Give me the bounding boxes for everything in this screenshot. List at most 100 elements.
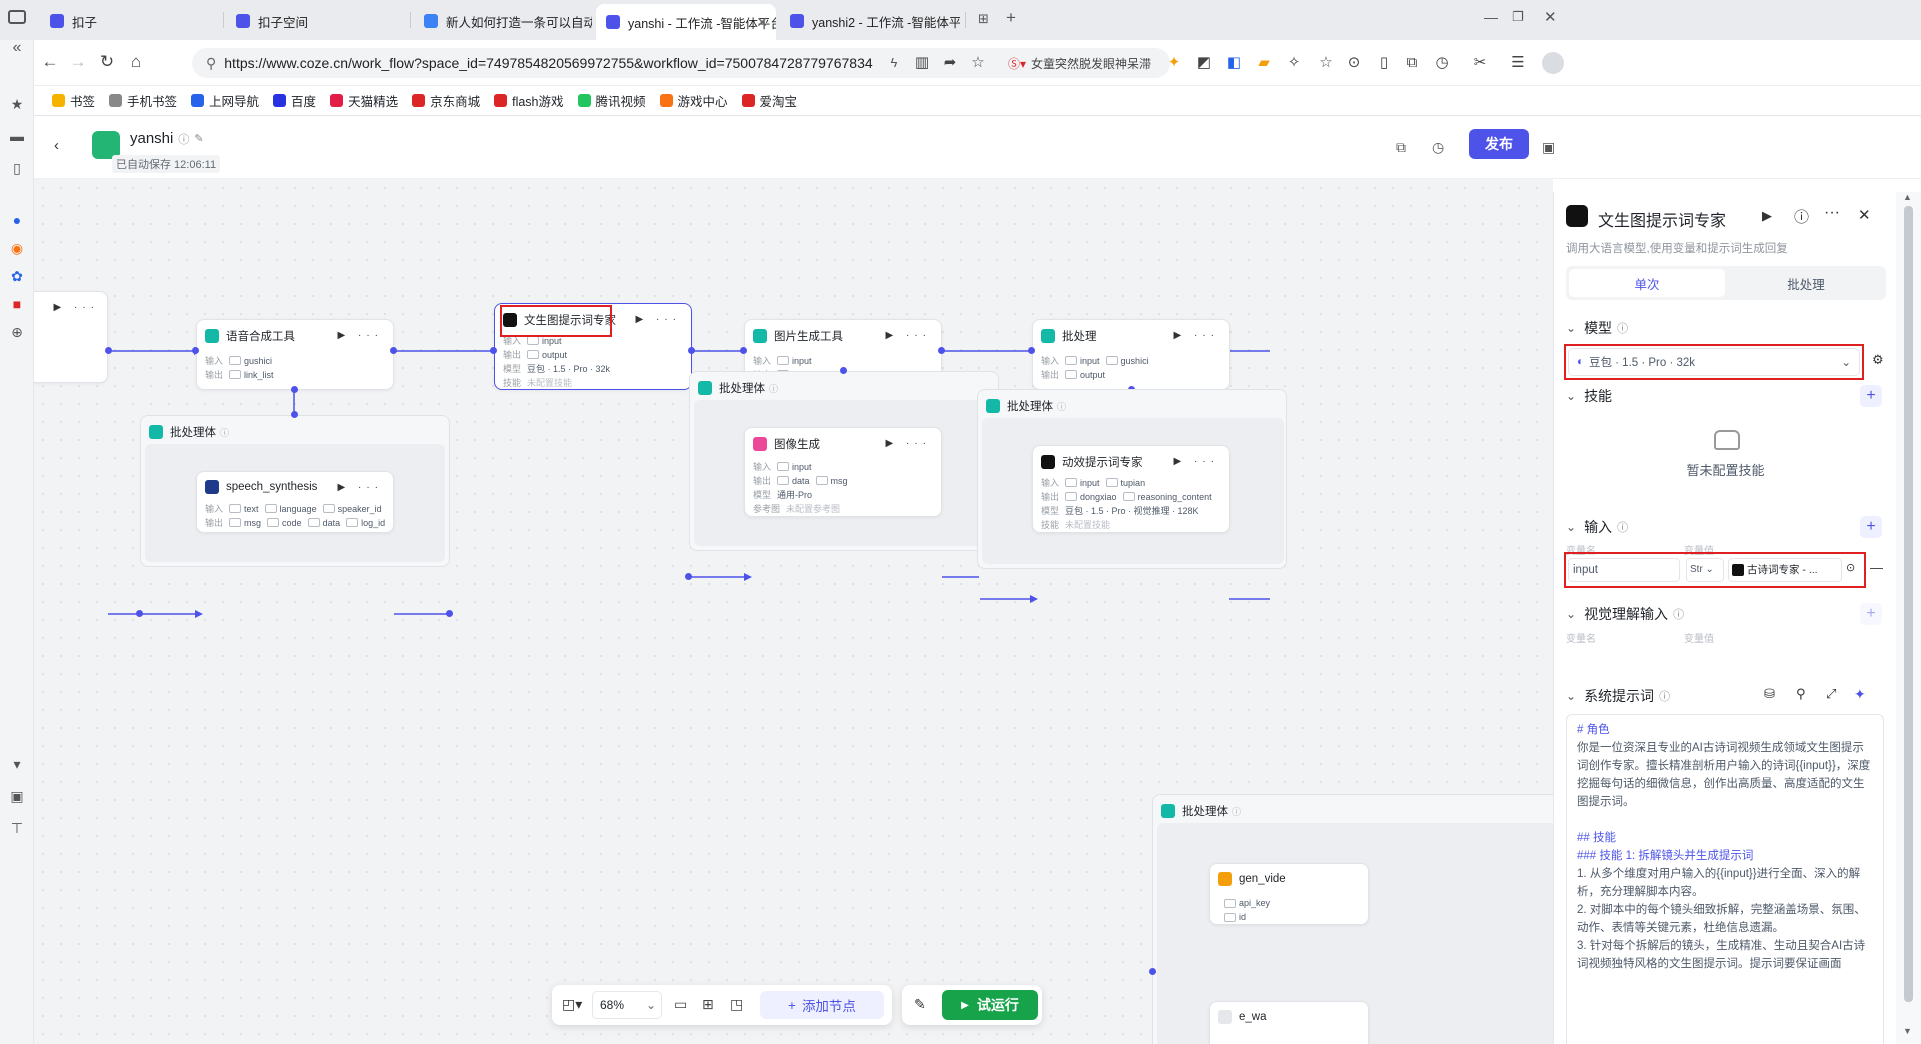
ai-optimize-icon[interactable]: ✦ — [1854, 686, 1866, 702]
browser-menu-icon[interactable] — [8, 10, 26, 24]
page-scrollbar[interactable]: ▲ ▼ — [1896, 192, 1921, 1044]
new-tab-icon[interactable]: + — [1006, 8, 1016, 27]
chevron-down-icon[interactable]: ⌄ — [1566, 389, 1577, 403]
chevron-down-icon[interactable]: ⌄ — [1566, 689, 1577, 703]
restore-icon[interactable]: ❐ — [1512, 9, 1524, 24]
favorites-icon[interactable]: ☆ — [1319, 54, 1333, 71]
bookmark-star-icon[interactable]: ☆ — [971, 54, 985, 71]
share-icon[interactable]: ➦ — [943, 54, 957, 71]
ref-settings-icon[interactable]: ⊙ — [1846, 562, 1856, 574]
layout-icon[interactable]: ⊞ — [702, 996, 714, 1012]
input-type-select[interactable]: Str ⌄ — [1686, 558, 1724, 582]
comment-icon[interactable]: ▭ — [674, 996, 688, 1012]
ext-chart-icon[interactable]: ◩ — [1196, 54, 1212, 71]
ext-colorful-icon[interactable]: ✦ — [1167, 54, 1181, 71]
bookmark-item[interactable]: 手机书签 — [109, 91, 177, 110]
scroll-thumb[interactable] — [1904, 206, 1913, 1002]
bookmark-item[interactable]: 游戏中心 — [659, 91, 728, 110]
mouse-mode-icon[interactable]: ◰▾ — [562, 996, 583, 1012]
extensions-puzzle-icon[interactable]: ✧ — [1287, 54, 1301, 71]
edit-icon[interactable]: ✎ — [194, 133, 204, 145]
url-field[interactable]: ⚲https://www.coze.cn/work_flow?space_id=… — [192, 48, 1122, 78]
system-prompt-editor[interactable]: # 角色你是一位资深且专业的AI古诗词视频生成领域文生图提示词创作专家。擅长精准… — [1566, 714, 1884, 1044]
node-actions[interactable]: ▶ ··· — [53, 302, 99, 313]
browser-tab-active[interactable]: yanshi - 工作流 -智能体平台✕ — [596, 4, 776, 40]
browser-tab[interactable]: yanshi2 - 工作流 -智能体平台 — [780, 6, 960, 36]
back-arrow-icon[interactable]: ‹ — [54, 137, 59, 154]
bookmark-item[interactable]: 上网导航 — [191, 91, 259, 110]
app-red-icon[interactable]: ■ — [12, 296, 22, 312]
reader-icon[interactable]: ▥ — [914, 54, 930, 71]
tab-single[interactable]: 单次 — [1569, 269, 1725, 297]
debug-icon[interactable]: ✎ — [914, 996, 926, 1012]
run-node-icon[interactable]: ▶ ··· — [885, 330, 931, 341]
bookmark-item[interactable]: 百度 — [273, 91, 316, 110]
add-node-button[interactable]: +添加节点 — [760, 991, 884, 1019]
remove-input-icon[interactable]: — — [1870, 560, 1883, 575]
sidebar-toggle-icon[interactable]: ▣ — [1542, 139, 1556, 155]
chevron-down-icon[interactable]: ⌄ — [1566, 520, 1577, 534]
copy-workflow-icon[interactable]: ⧉ — [1396, 139, 1406, 155]
bookmark-item[interactable]: 腾讯视频 — [577, 91, 646, 110]
scroll-up-icon[interactable]: ▲ — [1903, 192, 1912, 202]
scroll-down-icon[interactable]: ▼ — [1903, 1026, 1912, 1036]
help-icon[interactable]: ⓘ — [1794, 209, 1810, 226]
reload-icon[interactable]: ↻ — [99, 52, 115, 71]
collapse-sidebar-icon[interactable]: « — [12, 39, 22, 56]
bookmark-item[interactable]: flash游戏 — [494, 91, 564, 110]
model-select[interactable]: ◐豆包 · 1.5 · Pro · 32k⌄ — [1568, 348, 1860, 376]
chevron-down-icon[interactable]: ⌄ — [1566, 321, 1577, 335]
add-vision-input-button[interactable]: + — [1860, 603, 1882, 625]
run-node-icon[interactable]: ▶ ··· — [1173, 456, 1219, 467]
info-icon[interactable]: ⓘ — [178, 133, 190, 146]
add-app-icon[interactable]: ⊕ — [11, 323, 23, 340]
bulb-icon[interactable]: ⚲ — [1796, 686, 1806, 701]
chevron-down-icon[interactable]: ⌄ — [1566, 607, 1577, 621]
run-node-icon[interactable]: ▶ ··· — [885, 438, 931, 449]
close-panel-icon[interactable]: ✕ — [1858, 207, 1871, 224]
input-ref-select[interactable]: 古诗词专家 - ... — [1728, 558, 1842, 582]
close-window-icon[interactable]: ✕ — [1544, 9, 1557, 26]
node-gen-video[interactable]: gen_vide api_key id — [1209, 863, 1369, 925]
bookmark-item[interactable]: 书签 — [52, 91, 95, 110]
start-node[interactable]: ▶ ··· — [34, 291, 108, 383]
tab-groups-icon[interactable]: ⊞ — [978, 11, 989, 26]
copy-icon[interactable]: ⧉ — [1406, 53, 1418, 71]
test-run-button[interactable]: ▶试运行 — [942, 990, 1038, 1020]
add-input-button[interactable]: + — [1860, 516, 1882, 538]
lightning-icon[interactable]: ϟ — [890, 54, 898, 70]
run-node-icon[interactable]: ▶ ··· — [337, 330, 383, 341]
avatar[interactable] — [1542, 52, 1564, 74]
ext-folder-icon[interactable]: ▰ — [1258, 54, 1270, 71]
run-node-icon[interactable]: ▶ ··· — [337, 482, 383, 493]
home-icon[interactable]: ⌂ — [130, 52, 142, 71]
add-skill-button[interactable]: + — [1860, 385, 1882, 407]
minimap-icon[interactable]: ◳ — [730, 996, 744, 1012]
tab-batch[interactable]: 批处理 — [1787, 277, 1825, 292]
phone-ext-icon[interactable]: ▯ — [1379, 54, 1389, 71]
download-circle-icon[interactable]: ⊙ — [1347, 54, 1361, 71]
model-settings-icon[interactable]: ⚙ — [1872, 352, 1884, 367]
bookmark-item[interactable]: 爱淘宝 — [741, 91, 797, 110]
menu-icon[interactable]: ☰ — [1511, 54, 1525, 71]
run-node-icon[interactable]: ▶ ··· — [1173, 330, 1219, 341]
run-node-icon[interactable]: ▶ ··· — [635, 314, 681, 325]
browser-tab[interactable]: 扣子空间 — [226, 6, 406, 36]
browser-tab[interactable]: 新人如何打造一条可以自动生成 — [414, 6, 592, 36]
download-icon[interactable]: ▾ — [13, 755, 21, 772]
more-icon[interactable]: ··· — [1824, 204, 1840, 221]
search-engine-box[interactable]: Ⓢ▾女童突然脱发眼神呆滞 — [1000, 48, 1170, 78]
site-info-icon[interactable]: ⚲ — [206, 54, 217, 71]
app-color-icon[interactable]: ◉ — [10, 239, 24, 256]
pin-icon[interactable]: ⊤ — [10, 819, 24, 836]
node-gen-wa[interactable]: e_wa — [1209, 1001, 1369, 1044]
favorites-star-icon[interactable]: ★ — [10, 95, 24, 112]
folder-icon[interactable]: ▬ — [10, 128, 24, 144]
ext-translate-icon[interactable]: ◧ — [1226, 54, 1242, 71]
scissors-icon[interactable]: ✂ — [1473, 54, 1487, 71]
